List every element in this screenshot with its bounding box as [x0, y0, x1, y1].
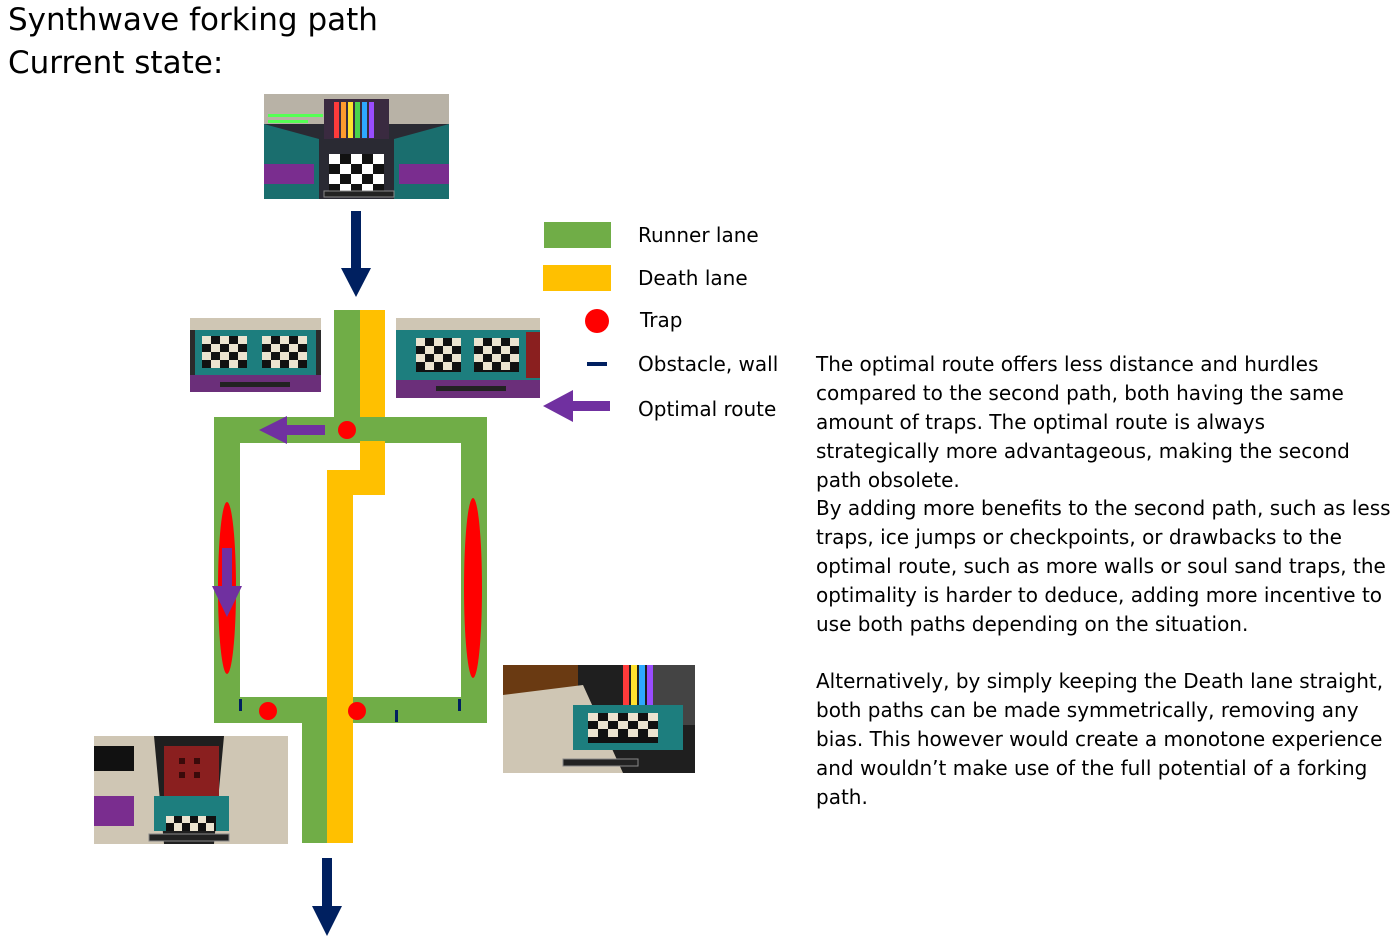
legend-obstacle-swatch [587, 362, 607, 366]
optimal-arrow-left [259, 416, 325, 444]
screenshot-left-branch [190, 318, 321, 392]
description-paragraph-3: Alternatively, by simply keeping the Dea… [816, 669, 1384, 809]
wall-right [458, 699, 461, 711]
legend-death-swatch [543, 265, 611, 291]
trap-bottom-center [348, 702, 366, 720]
page-title: Synthwave forking path [8, 2, 378, 38]
trap-junction [338, 421, 356, 439]
death-lane [327, 310, 385, 843]
obstacles [239, 699, 461, 722]
legend-runner-label: Runner lane [638, 223, 759, 247]
optimal-arrow-down [212, 548, 242, 617]
entry-flow-arrow [341, 211, 371, 297]
exit-flow-arrow [312, 858, 342, 936]
legend-obstacle-label: Obstacle, wall [638, 352, 779, 376]
optimal-route-arrows [212, 416, 325, 617]
wall-left [239, 699, 242, 711]
legend-trap-label: Trap [640, 308, 683, 332]
description-paragraph-2: By adding more benefits to the second pa… [816, 496, 1391, 636]
trap-bottom-left [259, 702, 277, 720]
wall-center [395, 710, 398, 722]
page-subtitle: Current state: [8, 45, 224, 81]
screenshot-right-branch [396, 318, 540, 398]
description-paragraph-1: The optimal route offers less distance a… [816, 352, 1350, 492]
legend-optimal-label: Optimal route [638, 397, 777, 421]
legend-trap-swatch [585, 309, 609, 333]
screenshot-left-lower [94, 736, 288, 844]
legend-death-label: Death lane [638, 266, 748, 290]
screenshot-start [264, 94, 449, 199]
trap-right-long [464, 498, 482, 678]
legend-optimal-swatch [543, 390, 610, 422]
legend-runner-swatch [544, 222, 611, 248]
legend-symbols [543, 222, 611, 422]
screenshot-right-lower [503, 665, 695, 773]
